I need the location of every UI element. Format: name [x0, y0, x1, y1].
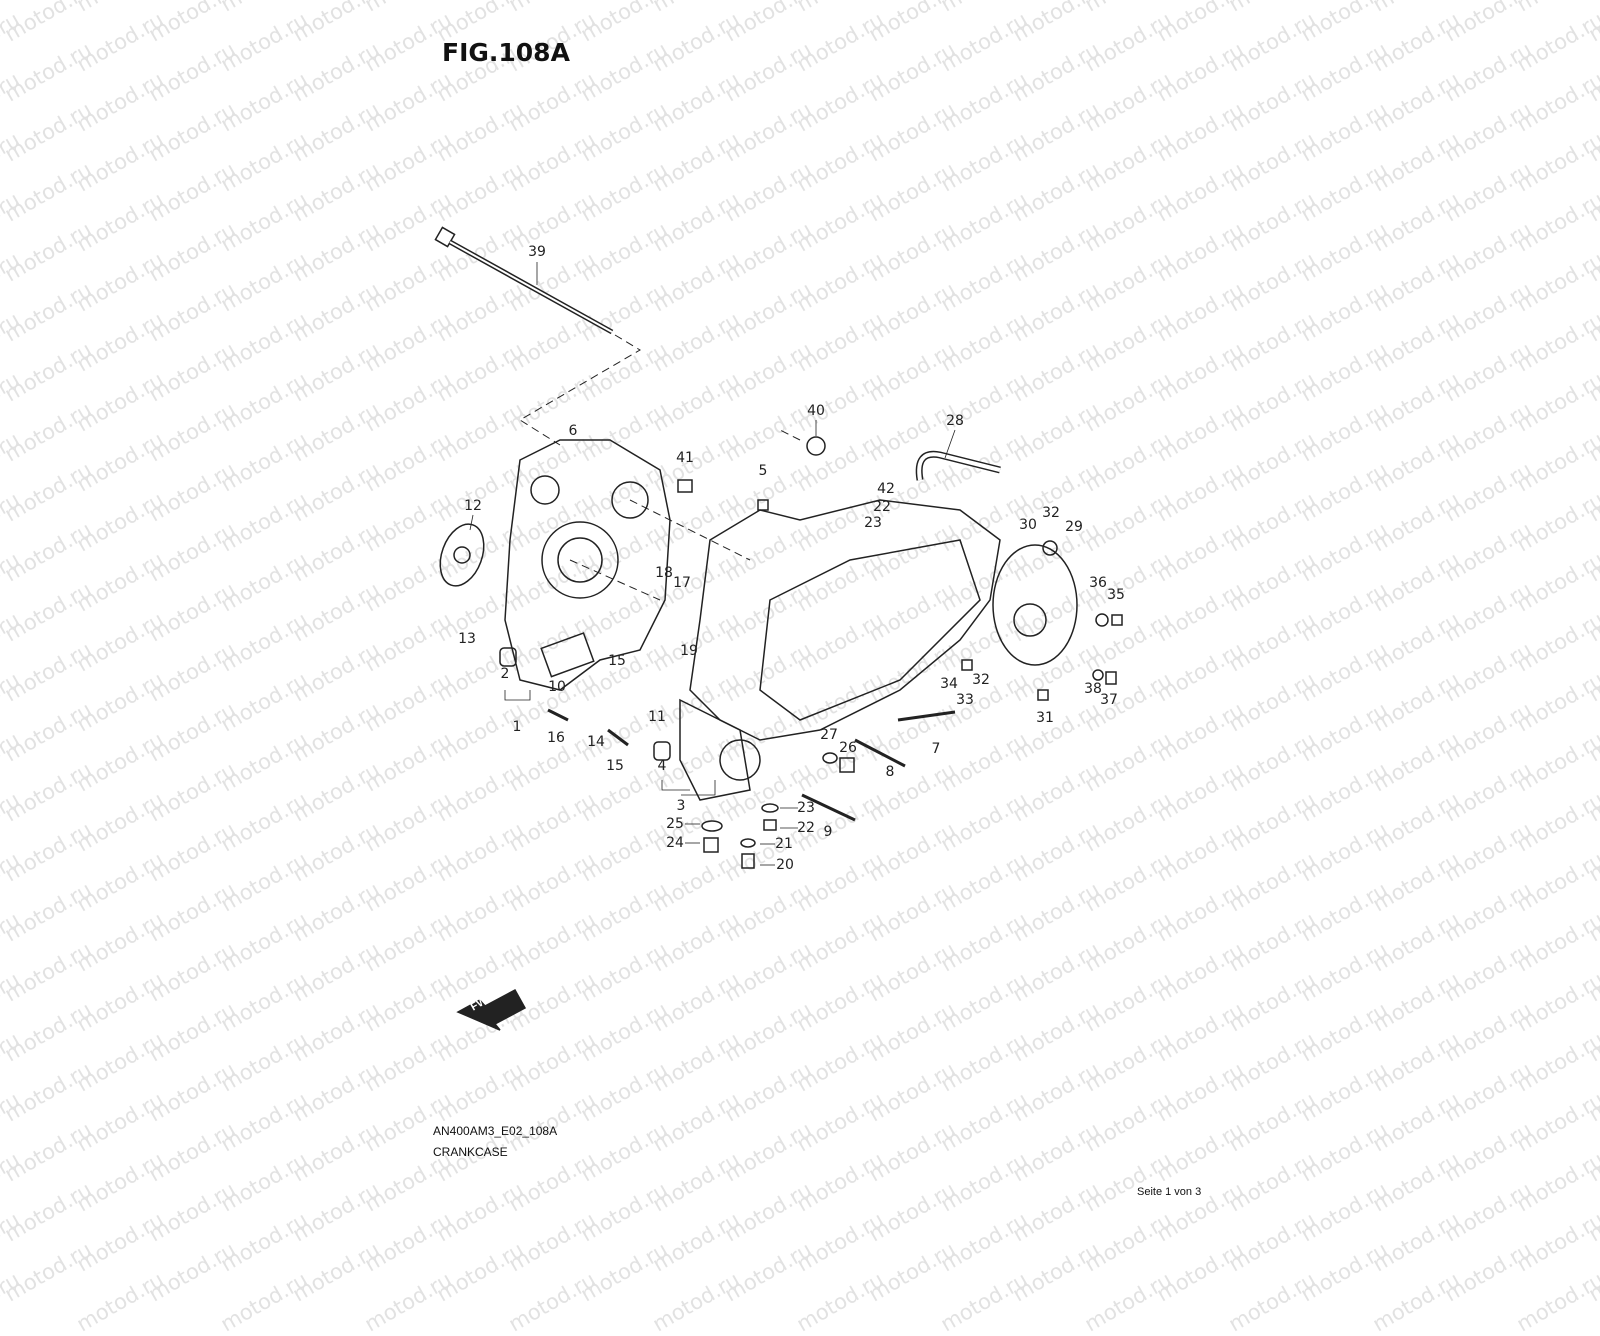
callout-37: 37 — [1100, 692, 1118, 708]
callout-12: 12 — [464, 498, 482, 514]
watermark-text: motod.ru — [936, 1207, 1032, 1277]
callout-9: 9 — [823, 824, 833, 840]
callout-41: 41 — [676, 450, 694, 466]
crankcase-diagram — [434, 226, 1123, 1031]
callout-34: 34 — [940, 676, 958, 692]
callout-3: 3 — [676, 798, 686, 814]
cover-29 — [992, 544, 1078, 666]
callout-23: 23 — [797, 800, 815, 816]
watermark-text: motod.ru — [1224, 1207, 1320, 1277]
callout-21: 21 — [775, 836, 793, 852]
watermark-text: motod.ru — [288, 1237, 384, 1307]
callout-24: 24 — [666, 835, 684, 851]
callout-10: 10 — [548, 679, 566, 695]
watermark-text: motod.ru — [864, 1237, 960, 1307]
callout-38: 38 — [1084, 681, 1102, 697]
watermark-text: motod.ru — [0, 1237, 96, 1307]
watermark-text: motod.ru — [72, 1267, 168, 1336]
callout-11: 11 — [648, 709, 666, 725]
hose-28 — [915, 450, 1001, 481]
callout-4: 4 — [657, 758, 667, 774]
watermark-text: motod.ru — [648, 1267, 744, 1336]
figure-code: AN400AM3_E02_108A — [433, 1124, 558, 1138]
callout-23: 23 — [864, 515, 882, 531]
watermark-text: motod.ru — [936, 1267, 1032, 1336]
callout-27: 27 — [820, 727, 838, 743]
callout-29: 29 — [1065, 519, 1083, 535]
callout-35: 35 — [1107, 587, 1125, 603]
watermark-text: motod.ru — [1368, 1207, 1464, 1277]
figure-name: CRANKCASE — [433, 1145, 508, 1159]
callout-31: 31 — [1036, 710, 1054, 726]
callout-32: 32 — [972, 672, 990, 688]
page-indicator: Seite 1 von 3 — [1137, 1186, 1202, 1198]
watermark-text: motod.ru — [792, 1207, 888, 1277]
callout-22: 22 — [797, 820, 815, 836]
callout-2: 2 — [500, 666, 510, 682]
watermark-text: motod.ru — [1512, 1267, 1600, 1336]
watermark-text: motod.ru — [216, 1267, 312, 1336]
watermark-text: motod.ru — [504, 1207, 600, 1277]
long-bolt-39 — [434, 226, 614, 335]
watermark-text: motod.ru — [360, 1207, 456, 1277]
callout-32: 32 — [1042, 505, 1060, 521]
watermark-text: motod.ru — [1368, 1267, 1464, 1336]
watermark-text: motod.ru — [1152, 1237, 1248, 1307]
watermark-text: motod.ru — [1440, 1237, 1536, 1307]
callout-18: 18 — [655, 565, 673, 581]
watermark-text: motod.ru — [360, 1267, 456, 1336]
watermark-text: motod.ru — [216, 1207, 312, 1277]
callout-13: 13 — [458, 631, 476, 647]
callout-20: 20 — [776, 857, 794, 873]
watermark-text: motod.ru — [576, 1237, 672, 1307]
callout-15: 15 — [606, 758, 624, 774]
watermark-text: motod.ru — [72, 1207, 168, 1277]
fwd-arrow — [456, 988, 527, 1031]
watermark-text: motod.ru — [144, 1237, 240, 1307]
callout-17: 17 — [673, 575, 691, 591]
watermark-text: motod.ru — [1584, 1237, 1600, 1307]
watermark-text: motod.ru — [1008, 1237, 1104, 1307]
watermark-text: motod.ru — [1296, 1237, 1392, 1307]
callout-30: 30 — [1019, 517, 1037, 533]
watermark-text: motod.ru — [432, 1237, 528, 1307]
callout-26: 26 — [839, 740, 857, 756]
callout-1: 1 — [512, 719, 522, 735]
watermark-text: motod.ru — [1080, 1207, 1176, 1277]
watermark-text: motod.ru — [1224, 1267, 1320, 1336]
callout-5: 5 — [758, 463, 768, 479]
watermark-text: motod.ru — [648, 1207, 744, 1277]
callout-22: 22 — [873, 499, 891, 515]
callout-19: 19 — [680, 643, 698, 659]
watermark-text: motod.ru — [0, 1207, 24, 1277]
callout-28: 28 — [946, 413, 964, 429]
callout-14: 14 — [587, 734, 605, 750]
watermark-text: motod.ru — [1080, 1267, 1176, 1336]
callout-15: 15 — [608, 653, 626, 669]
callout-7: 7 — [931, 741, 941, 757]
watermark-text: motod.ru — [0, 1267, 24, 1336]
callout-33: 33 — [956, 692, 974, 708]
watermark-text: motod.ru — [504, 1267, 600, 1336]
callout-25: 25 — [666, 816, 684, 832]
figure-title: FIG.108A — [442, 38, 570, 67]
callout-16: 16 — [547, 730, 565, 746]
callout-40: 40 — [807, 403, 825, 419]
watermark-text: motod.ru — [1512, 1207, 1600, 1277]
callout-8: 8 — [885, 764, 895, 780]
right-crankcase — [679, 499, 1001, 801]
left-crankcase — [504, 439, 671, 691]
leader-lines — [469, 262, 956, 866]
callout-36: 36 — [1089, 575, 1107, 591]
callout-6: 6 — [568, 423, 578, 439]
small-parts — [499, 436, 1123, 869]
cover-12 — [439, 523, 485, 587]
watermark-text: motod.ru — [720, 1237, 816, 1307]
callout-39: 39 — [528, 244, 546, 260]
watermark-text: motod.ru — [792, 1267, 888, 1336]
callout-42: 42 — [877, 481, 895, 497]
